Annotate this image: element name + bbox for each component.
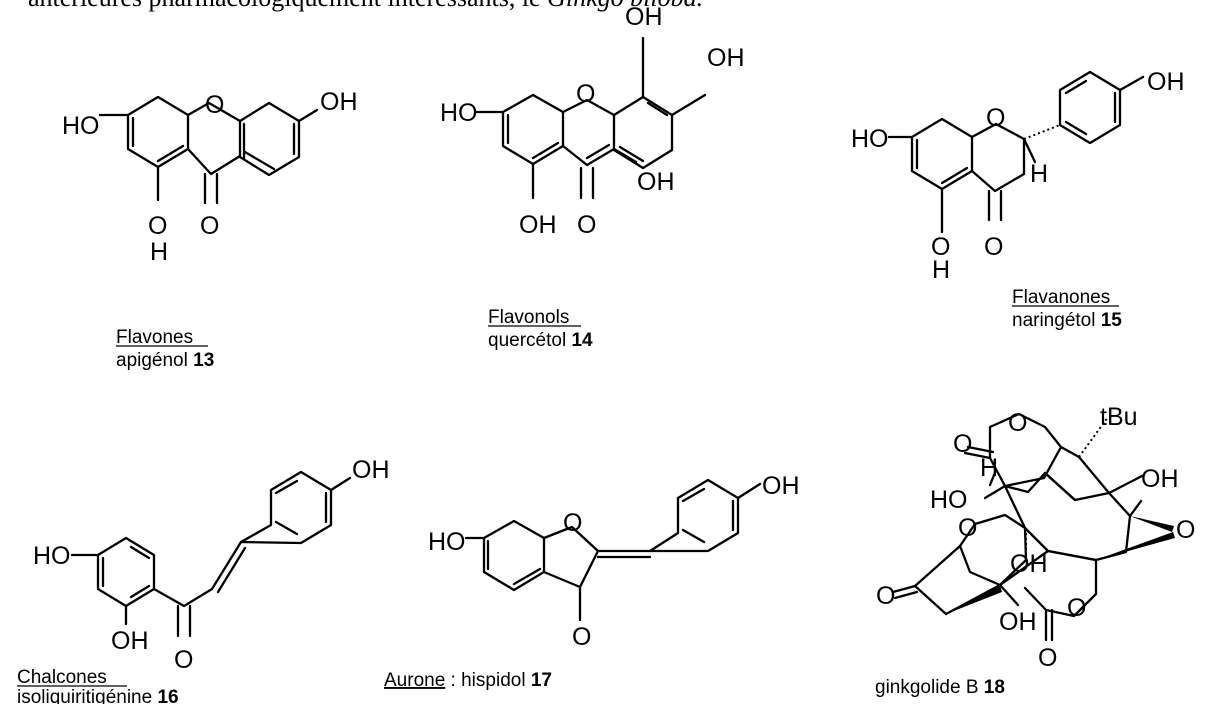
bonds-flavones	[98, 95, 319, 205]
structure-flavonols: OH OH HO O OH OH O Flavonols quercétol 1…	[440, 3, 745, 351]
class-label-flavones: Flavones	[116, 327, 193, 348]
atom-label: H	[932, 256, 950, 284]
atom-label: OH	[707, 44, 745, 72]
atom-label: OH	[625, 3, 663, 31]
header-fragment: antérieures pharmacologiquement intéress…	[28, 0, 703, 12]
structure-ginkgolide: O O tBu H HO OH O O OH O O OH O ginkgoli…	[875, 403, 1195, 698]
atom-label: HO	[33, 542, 71, 570]
compound-label-isoliquiritigenine: isoliquiritigénine 16	[17, 687, 179, 704]
atom-label: H	[980, 454, 998, 482]
atom-label: HO	[62, 112, 100, 140]
atom-label: O	[205, 91, 224, 119]
bonds-flavanones	[887, 70, 1145, 234]
atom-label: OH	[637, 168, 675, 196]
atom-label: O	[1038, 644, 1057, 672]
class-label-aurone: Aurone	[384, 670, 445, 691]
aurone-caption: Aurone : hispidol 17	[384, 670, 552, 691]
atom-label: OH	[999, 608, 1037, 636]
atom-label: O	[576, 80, 595, 108]
compound-label-apigenol: apigénol 13	[116, 350, 214, 371]
atom-label: O	[1067, 594, 1086, 622]
atom-label: OH	[1010, 550, 1048, 578]
atom-label: O	[577, 211, 596, 239]
atom-label: O	[931, 233, 950, 261]
class-label-chalcones: Chalcones	[17, 667, 107, 688]
atom-label: HO	[428, 528, 466, 556]
compound-label-quercetol: quercétol 14	[488, 330, 593, 351]
atom-label: H	[150, 238, 168, 266]
bonds-chalcones	[70, 470, 352, 638]
atom-label: HO	[851, 125, 889, 153]
bonds-aurone	[464, 478, 762, 622]
atom-label: OH	[762, 472, 800, 500]
atom-label: O	[563, 509, 582, 537]
structure-chalcones: OH HO OH O Chalcones isoliquiritigénine …	[17, 456, 390, 704]
atom-label: OH	[1141, 465, 1179, 493]
atom-label: OH	[519, 211, 557, 239]
atom-label: O	[200, 212, 219, 240]
structure-flavones: OH HO O O H O Flavones apigénol 13	[62, 88, 358, 371]
class-label-flavanones: Flavanones	[1012, 287, 1110, 308]
bonds-flavonols	[475, 36, 707, 200]
atom-label: O	[148, 212, 167, 240]
atom-label: OH	[111, 627, 149, 655]
atom-label: tBu	[1100, 403, 1138, 431]
atom-label: HO	[930, 486, 968, 514]
atom-label: HO	[440, 99, 478, 127]
atom-label: OH	[1147, 68, 1185, 96]
atom-label: O	[958, 514, 977, 542]
atom-label: OH	[320, 88, 358, 116]
compound-label-ginkgolide: ginkgolide B 18	[875, 677, 1005, 698]
atom-label: O	[953, 430, 972, 458]
structure-flavanones: OH HO O H O H O Flavanones naringétol 15	[851, 68, 1185, 331]
atom-label: O	[876, 582, 895, 610]
atom-label: OH	[352, 456, 390, 484]
bonds-ginkgolide	[891, 412, 1175, 642]
atom-label: O	[1176, 516, 1195, 544]
atom-label: H	[1030, 160, 1048, 188]
class-label-flavonols: Flavonols	[488, 307, 569, 328]
atom-label: O	[984, 233, 1003, 261]
atom-label: O	[174, 646, 193, 674]
atom-label: O	[1008, 409, 1027, 437]
structure-aurone: OH HO O O Aurone : hispidol 17	[384, 472, 800, 691]
atom-label: O	[572, 623, 591, 651]
compound-label-naringetol: naringétol 15	[1012, 310, 1122, 331]
atom-label: O	[986, 104, 1005, 132]
